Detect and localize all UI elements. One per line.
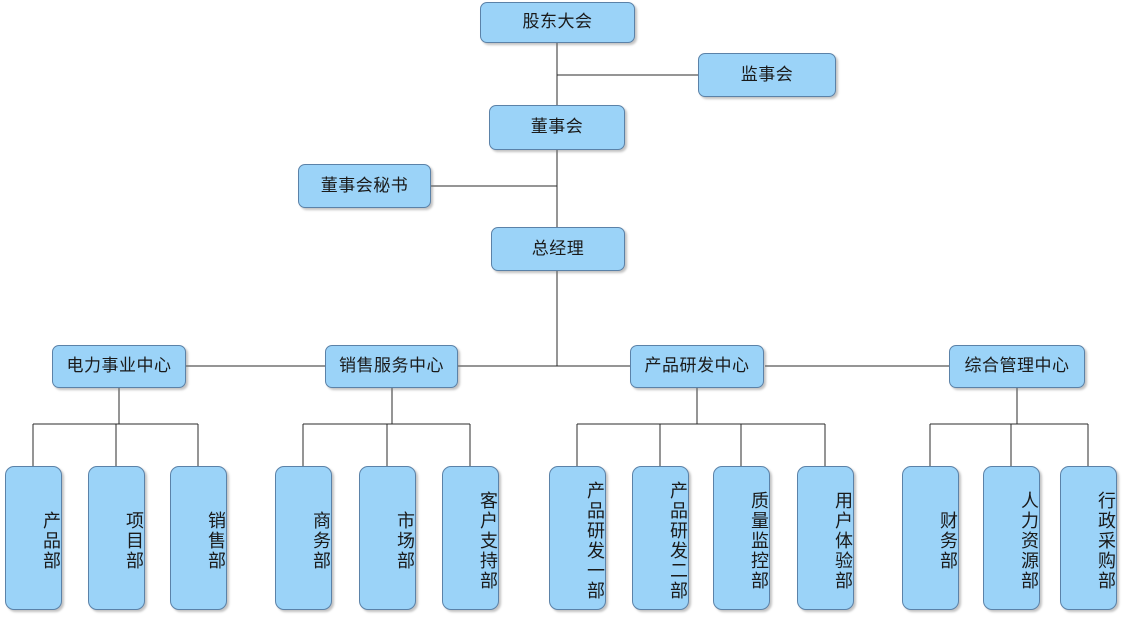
node-shareholders-meeting[interactable]: 股东大会 <box>480 2 635 43</box>
node-label: 综合管理中心 <box>964 356 1070 376</box>
node-label: 产品研发中心 <box>644 356 750 376</box>
node-hr-dept[interactable]: 人力资源部 <box>983 466 1040 610</box>
node-market-dept[interactable]: 市场部 <box>359 466 416 610</box>
node-label: 电力事业中心 <box>66 356 172 376</box>
node-business-dept[interactable]: 商务部 <box>275 466 332 610</box>
node-label: 项目部 <box>124 511 144 571</box>
node-supervisory-board[interactable]: 监事会 <box>698 53 836 97</box>
node-label: 产品部 <box>41 511 61 571</box>
node-label: 销售服务中心 <box>339 356 444 376</box>
node-user-experience-dept[interactable]: 用户体验部 <box>797 466 854 610</box>
node-label: 质量监控部 <box>749 491 769 591</box>
node-board-secretary[interactable]: 董事会秘书 <box>298 164 431 208</box>
node-power-business-center[interactable]: 电力事业中心 <box>52 345 186 388</box>
node-product-rd-dept-1[interactable]: 产品研发一部 <box>549 466 606 610</box>
node-label: 用户体验部 <box>833 491 853 591</box>
node-admin-procurement-dept[interactable]: 行政采购部 <box>1060 466 1117 610</box>
node-label: 客户支持部 <box>478 491 498 591</box>
node-label: 监事会 <box>740 64 794 84</box>
node-label: 销售部 <box>206 511 226 571</box>
node-label: 行政采购部 <box>1096 491 1116 591</box>
node-label: 产品研发一部 <box>585 481 605 601</box>
node-board-of-directors[interactable]: 董事会 <box>489 105 625 150</box>
node-label: 财务部 <box>938 511 958 571</box>
node-label: 董事会 <box>530 117 584 137</box>
node-label: 产品研发二部 <box>668 481 688 601</box>
node-label: 董事会秘书 <box>320 175 409 195</box>
node-general-manager[interactable]: 总经理 <box>491 227 625 271</box>
node-sales-service-center[interactable]: 销售服务中心 <box>325 345 458 388</box>
node-label: 人力资源部 <box>1019 491 1039 591</box>
node-project-dept[interactable]: 项目部 <box>88 466 145 610</box>
node-customer-support-dept[interactable]: 客户支持部 <box>442 466 499 610</box>
node-product-dept[interactable]: 产品部 <box>5 466 62 610</box>
node-label: 市场部 <box>395 511 415 571</box>
node-product-rd-dept-2[interactable]: 产品研发二部 <box>632 466 689 610</box>
node-general-management-center[interactable]: 综合管理中心 <box>949 345 1085 388</box>
node-label: 总经理 <box>531 238 585 258</box>
node-finance-dept[interactable]: 财务部 <box>902 466 959 610</box>
node-label: 股东大会 <box>522 12 593 32</box>
node-quality-monitor-dept[interactable]: 质量监控部 <box>713 466 770 610</box>
node-label: 商务部 <box>311 511 331 571</box>
node-sales-dept[interactable]: 销售部 <box>170 466 227 610</box>
node-product-rd-center[interactable]: 产品研发中心 <box>630 345 764 388</box>
